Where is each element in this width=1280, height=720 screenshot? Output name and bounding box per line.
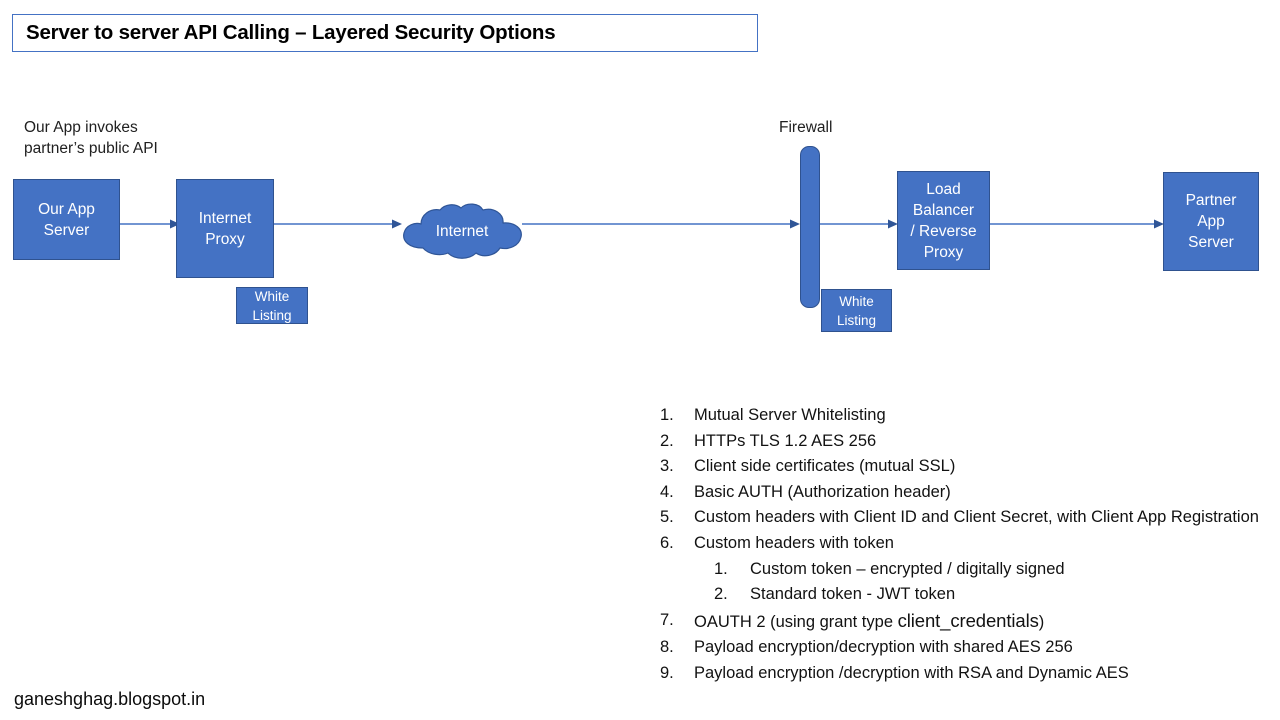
connector-internet-to-firewall xyxy=(522,219,800,229)
list-item: 3. Client side certificates (mutual SSL) xyxy=(660,454,1260,480)
list-item-number: 9. xyxy=(660,663,674,682)
our-app-server-line1: Our App xyxy=(38,200,95,218)
connector-proxy-to-internet xyxy=(274,219,402,229)
list-item-number: 2. xyxy=(660,431,674,450)
connector-loadbalancer-to-partner xyxy=(990,219,1164,229)
list-item-number: 7. xyxy=(660,610,674,629)
load-balancer-line1: Load xyxy=(926,180,961,198)
cloud-icon xyxy=(403,203,522,259)
oauth-text-after: ) xyxy=(1038,612,1045,631)
list-item-text: Custom headers with token xyxy=(694,533,894,552)
connector-appserver-to-proxy xyxy=(120,219,180,229)
white-listing-right-line1: White xyxy=(839,293,874,309)
security-options-sublist: 1. Custom token – encrypted / digitally … xyxy=(714,557,1260,608)
partner-app-server-line3: Server xyxy=(1188,234,1234,251)
firewall-label: Firewall xyxy=(779,119,833,136)
list-item-number: 8. xyxy=(660,638,674,657)
sublist-item-number: 1. xyxy=(714,559,728,578)
list-item: 8. Payload encryption/decryption with sh… xyxy=(660,635,1260,661)
node-white-listing-right[interactable]: White Listing xyxy=(821,289,892,332)
list-item-number: 5. xyxy=(660,508,674,527)
sublist-item-text: Standard token - JWT token xyxy=(750,585,956,604)
partner-app-server-line2: App xyxy=(1197,213,1225,230)
node-firewall-bar[interactable] xyxy=(800,146,820,308)
oauth-text-before: OAUTH 2 (using grant type xyxy=(694,612,898,631)
node-internet-proxy[interactable]: Internet Proxy xyxy=(176,179,274,278)
list-item: 5. Custom headers with Client ID and Cli… xyxy=(660,505,1260,531)
list-item: 6. Custom headers with token xyxy=(660,531,1260,557)
our-app-server-line2: Server xyxy=(43,221,90,239)
list-item-text: Custom headers with Client ID and Client… xyxy=(694,508,1259,527)
list-item: 2. Standard token - JWT token xyxy=(714,582,1260,608)
connector-firewall-to-loadbalancer xyxy=(820,219,898,229)
load-balancer-line4: Proxy xyxy=(923,243,964,261)
list-item: 7. OAUTH 2 (using grant type client_cred… xyxy=(660,608,1260,636)
list-item-number: 3. xyxy=(660,457,674,476)
load-balancer-line3: / Reverse xyxy=(910,222,977,240)
white-listing-right-line2: Listing xyxy=(836,312,877,328)
list-item-text: Payload encryption/decryption with share… xyxy=(694,638,1073,657)
list-item: 1. Mutual Server Whitelisting xyxy=(660,403,1260,429)
list-item-number: 1. xyxy=(660,406,674,424)
list-item-text: HTTPs TLS 1.2 AES 256 xyxy=(694,431,877,450)
slide-title-box: Server to server API Calling – Layered S… xyxy=(12,14,758,52)
our-app-invokes-line1: Our App invokes xyxy=(24,119,138,136)
list-item-text: Basic AUTH (Authorization header) xyxy=(694,482,951,501)
page-title: Server to server API Calling – Layered S… xyxy=(26,21,556,44)
node-white-listing-left[interactable]: White Listing xyxy=(236,287,308,324)
our-app-invokes-annotation: Our App invokes partner’s public API xyxy=(24,117,158,159)
list-item-text: Client side certificates (mutual SSL) xyxy=(694,457,956,476)
white-listing-left-line1: White xyxy=(254,288,290,304)
list-item-number: 4. xyxy=(660,482,674,501)
list-item: 9. Payload encryption /decryption with R… xyxy=(660,661,1260,687)
list-item-number: 6. xyxy=(660,533,674,552)
node-load-balancer[interactable]: Load Balancer / Reverse Proxy xyxy=(897,171,990,270)
node-partner-app-server[interactable]: Partner App Server xyxy=(1163,172,1259,271)
oauth-grant-type-emphasis: client_credentials xyxy=(897,609,1039,631)
sublist-item-number: 2. xyxy=(714,585,728,604)
list-item-text: Mutual Server Whitelisting xyxy=(694,406,886,424)
list-item-text: OAUTH 2 (using grant type client_credent… xyxy=(694,608,1260,636)
list-item: 4. Basic AUTH (Authorization header) xyxy=(660,480,1260,506)
list-item: 2. HTTPs TLS 1.2 AES 256 xyxy=(660,429,1260,455)
security-options-list: 1. Mutual Server Whitelisting 2. HTTPs T… xyxy=(660,403,1260,687)
list-item-text: Payload encryption /decryption with RSA … xyxy=(694,663,1129,682)
node-our-app-server[interactable]: Our App Server xyxy=(13,179,120,260)
load-balancer-line2: Balancer xyxy=(912,201,975,219)
our-app-invokes-line2: partner’s public API xyxy=(24,140,158,157)
node-internet-cloud[interactable]: Internet xyxy=(397,203,527,261)
white-listing-left-line2: Listing xyxy=(252,307,292,323)
partner-app-server-line1: Partner xyxy=(1185,192,1237,209)
internet-proxy-line2: Proxy xyxy=(205,230,245,248)
internet-proxy-line1: Internet xyxy=(198,209,252,227)
list-item: 1. Custom token – encrypted / digitally … xyxy=(714,557,1260,583)
sublist-item-text: Custom token – encrypted / digitally sig… xyxy=(750,559,1065,578)
footer-credit: ganeshghag.blogspot.in xyxy=(14,689,206,709)
